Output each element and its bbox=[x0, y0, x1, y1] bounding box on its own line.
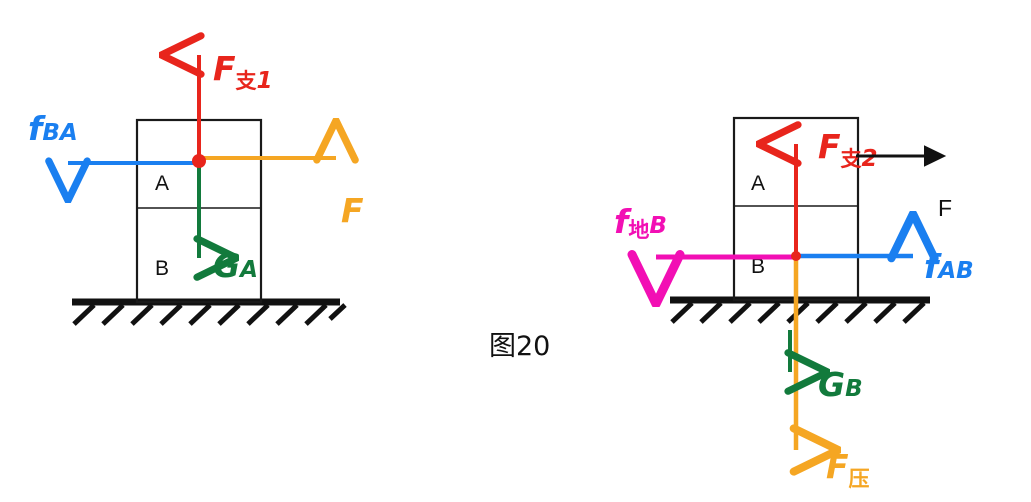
left-force-support-1: F支1 bbox=[199, 49, 273, 163]
left-support-1-sub-num: 1 bbox=[257, 68, 273, 94]
left-force-gravity-a: GA bbox=[199, 163, 258, 285]
right-pressure-label: F压 bbox=[826, 447, 870, 491]
right-friction-ab-base: f bbox=[924, 247, 942, 286]
left-friction-ba-label: fBA bbox=[28, 109, 78, 148]
right-force-junction-dot bbox=[791, 251, 801, 261]
left-ground bbox=[72, 298, 347, 326]
right-friction-ground-b-sub: B bbox=[649, 213, 667, 239]
left-applied-f-label: F bbox=[341, 191, 364, 230]
right-pressure-sub-cjk: 压 bbox=[849, 467, 870, 491]
left-support-1-sub-cjk: 支 bbox=[236, 69, 258, 93]
right-block-label-b: B bbox=[751, 255, 765, 278]
right-gravity-b-label: GB bbox=[818, 365, 863, 404]
left-ground-hatching bbox=[72, 303, 347, 326]
right-support-2-sub-num: 2 bbox=[862, 146, 878, 172]
left-diagram-group: A B F支1 fBA F GA bbox=[28, 49, 364, 326]
left-support-1-label: F支1 bbox=[213, 49, 273, 94]
right-pressure-base: F bbox=[826, 447, 849, 486]
left-block-label-b: B bbox=[155, 257, 169, 280]
right-support-2-base: F bbox=[818, 127, 841, 166]
left-gravity-a-sub: A bbox=[238, 257, 258, 283]
right-friction-ground-b-label: f地B bbox=[614, 202, 667, 242]
left-friction-ba-sub: BA bbox=[42, 120, 77, 146]
left-force-friction-ba: fBA bbox=[28, 109, 199, 163]
left-force-applied-f: F bbox=[199, 158, 364, 230]
right-force-support-2: F支2 bbox=[796, 127, 878, 256]
right-friction-ab-label: fAB bbox=[924, 247, 974, 286]
right-force-friction-ab: fAB bbox=[796, 247, 974, 286]
left-friction-ba-base: f bbox=[28, 109, 46, 148]
left-gravity-a-base: G bbox=[213, 246, 240, 285]
right-friction-ground-b-base: f bbox=[614, 202, 632, 241]
right-block-label-a: A bbox=[751, 172, 765, 195]
right-friction-ground-b-sub-cjk: 地 bbox=[628, 218, 649, 242]
left-block-label-a: A bbox=[155, 172, 169, 195]
right-gravity-b-base: G bbox=[818, 365, 845, 404]
right-gravity-b-sub: B bbox=[845, 376, 863, 402]
right-applied-f-label: F bbox=[938, 195, 952, 221]
left-support-1-base: F bbox=[213, 49, 236, 88]
right-support-2-label: F支2 bbox=[818, 127, 878, 172]
right-ground bbox=[670, 296, 930, 324]
left-force-junction-dot bbox=[192, 154, 206, 168]
right-diagram-group: A B F压 GB F支2 F bbox=[614, 116, 974, 491]
right-force-friction-ground-b: f地B bbox=[614, 202, 796, 257]
right-friction-ab-sub: AB bbox=[936, 258, 973, 284]
right-support-2-sub-cjk: 支 bbox=[841, 147, 863, 171]
left-gravity-a-label: GA bbox=[213, 246, 258, 285]
right-force-applied-f: F bbox=[856, 145, 952, 221]
right-force-gravity-b: GB bbox=[790, 330, 863, 404]
figure-caption: 图20 bbox=[489, 331, 550, 362]
